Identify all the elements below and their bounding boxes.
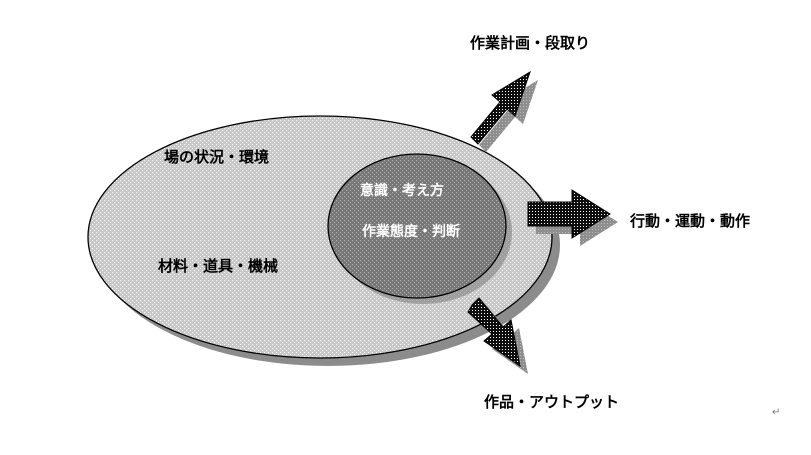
arrow-top: [470, 70, 531, 145]
inner-label-attitude: 作業態度・判断: [362, 223, 460, 240]
arrow-right: [527, 189, 611, 239]
inner-label-consciousness: 意識・考え方: [360, 182, 444, 199]
arrow-right-group: [527, 189, 618, 246]
outer-label-environment: 場の状況・環境: [164, 148, 269, 166]
output-label-action: 行動・運動・動作: [629, 212, 750, 230]
output-label-work-plan: 作業計画・段取り: [470, 34, 590, 52]
output-label-product: 作品・アウトプット: [484, 393, 619, 411]
arrow-bottom: [467, 297, 521, 368]
paragraph-mark: ↵: [772, 407, 780, 418]
arrow-top-group: [470, 70, 538, 152]
outer-label-materials: 材料・道具・機械: [158, 257, 278, 275]
inner-circle-group: [327, 153, 512, 304]
arrow-top-shadow: [479, 80, 538, 152]
arrow-bottom-group: [467, 297, 528, 374]
inner-circle: [327, 153, 507, 299]
